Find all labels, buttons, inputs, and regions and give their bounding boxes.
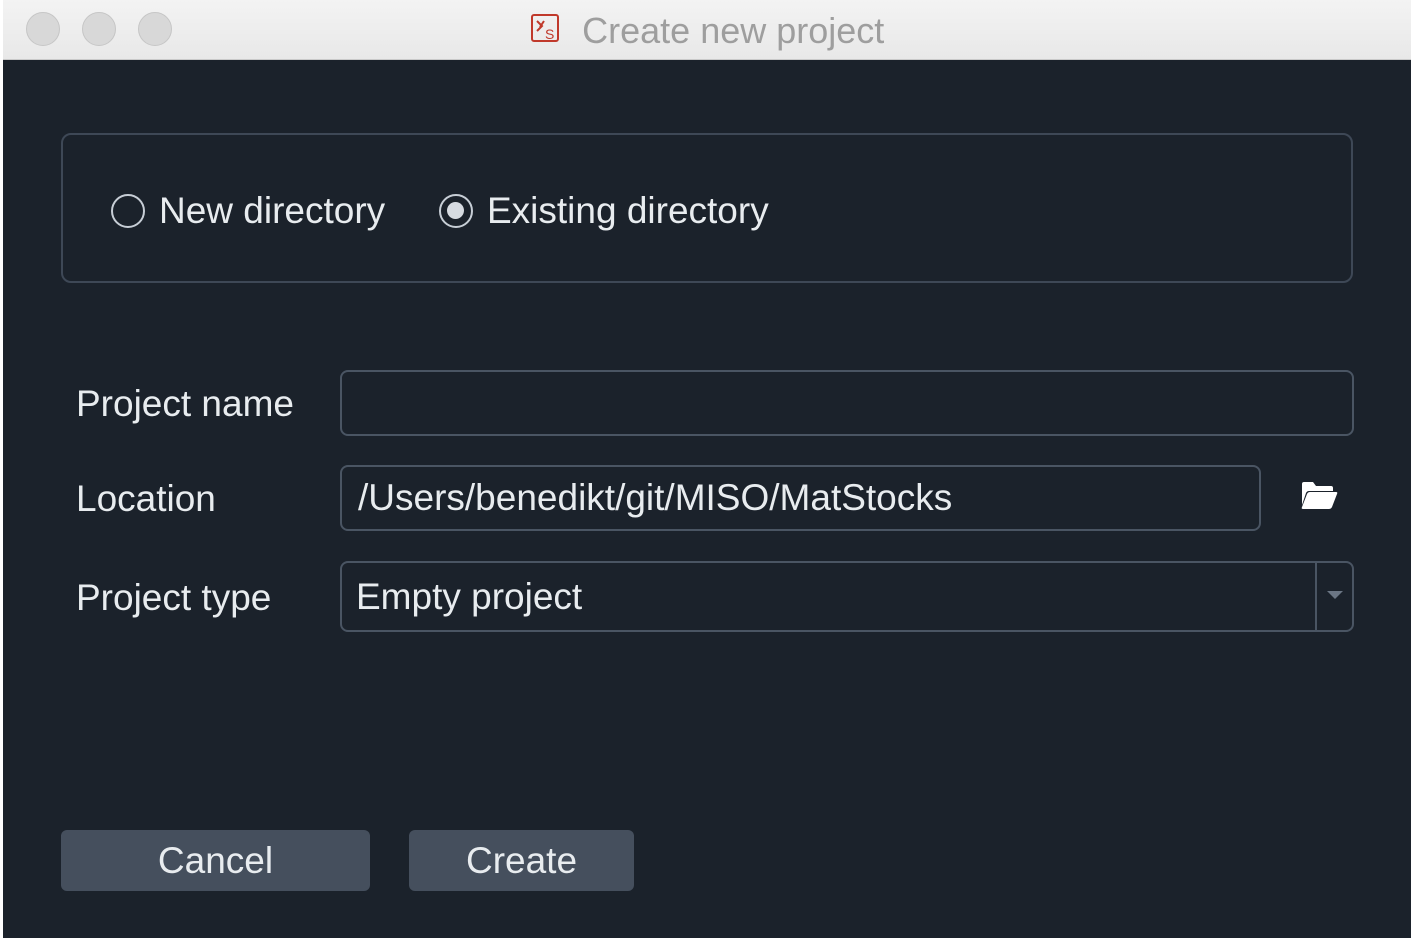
app-logo-icon: S — [530, 13, 560, 43]
radio-label: New directory — [159, 190, 386, 231]
location-input[interactable] — [340, 465, 1261, 531]
create-button[interactable]: Create — [409, 830, 634, 891]
project-name-label: Project name — [76, 383, 294, 424]
radio-button-checked[interactable] — [439, 194, 473, 228]
radio-existing-directory[interactable]: Existing directory — [439, 190, 769, 232]
create-project-dialog: S Create new project New directory Exist… — [3, 0, 1411, 938]
svg-text:S: S — [545, 26, 554, 42]
project-type-value: Empty project — [356, 576, 583, 617]
directory-mode-group: New directory Existing directory — [61, 133, 1353, 283]
radio-new-directory[interactable]: New directory — [111, 190, 385, 232]
project-type-label: Project type — [76, 577, 272, 618]
project-name-input[interactable] — [340, 370, 1354, 436]
location-label: Location — [76, 478, 216, 519]
title-bar: S Create new project — [3, 0, 1411, 60]
radio-button-unchecked[interactable] — [111, 194, 145, 228]
select-divider — [1315, 563, 1317, 630]
cancel-button[interactable]: Cancel — [61, 830, 370, 891]
minimize-window-button[interactable] — [82, 12, 116, 46]
radio-label: Existing directory — [487, 190, 769, 231]
folder-open-icon[interactable] — [1299, 478, 1339, 512]
close-window-button[interactable] — [26, 12, 60, 46]
project-type-select[interactable]: Empty project — [340, 561, 1354, 632]
zoom-window-button[interactable] — [138, 12, 172, 46]
chevron-down-icon[interactable] — [1327, 591, 1343, 599]
window-title: Create new project — [582, 10, 885, 51]
